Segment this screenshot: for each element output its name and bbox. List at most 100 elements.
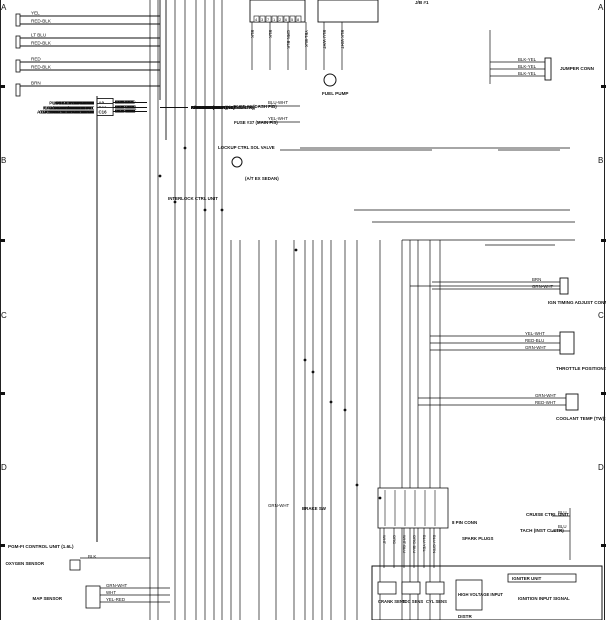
wire-color-label: GRN-WHT: [115, 109, 137, 114]
ecu-pin-label: CRANK SENSOR INPUT: [44, 106, 94, 111]
ecu-pin-number: C16: [99, 110, 108, 115]
splice-point: [183, 146, 187, 150]
fuel-pump-icon: [323, 73, 337, 87]
destination-label: SPEED PULSER (INST CLSTR): [191, 105, 255, 110]
relay-pin-number: 4: [255, 17, 258, 22]
distributor-outline: [371, 565, 603, 620]
tdc-sensor-label: TDC SENS: [402, 599, 423, 604]
wire-color-label: BLU-YEL: [115, 109, 134, 114]
ecu-pin-label: COOLANT TEMP SENSOR: [39, 110, 95, 115]
splice-point: [378, 496, 382, 500]
relay-pin-number: 8: [297, 17, 300, 22]
coolant-sensor-body: [565, 393, 579, 411]
relay-pin-number: 6: [285, 17, 288, 22]
wire-color-label: WHT: [106, 590, 116, 595]
ecu-pin-label: SHIFT LOCK CTRL: [55, 101, 95, 106]
ecu-pin-label: BATTERY INPUT: [59, 106, 94, 111]
ecu-pin-label: OXYGEN SENSOR INPUT: [41, 110, 94, 115]
hv-input-box: [455, 579, 483, 611]
relay-pin-number: 7: [267, 17, 270, 22]
destination-label: A/C COMP CLUTCH RLY: [191, 105, 242, 110]
ecu-pin-label: ALT RF SIGNAL: [61, 106, 94, 111]
coolant-sensor-label: COOLANT TEMP (TW) SENSOR: [556, 416, 606, 421]
fuse-label: FUSE #2 (DASH F/B): [234, 104, 277, 109]
ecu-pin-label: ATMOSPHERE PRES SENS: [37, 110, 94, 115]
wire-color-label: BLU-GRN: [432, 535, 437, 553]
wire-color-label: WHT: [382, 535, 387, 545]
wire-color-label: BLU: [115, 105, 124, 110]
wire-color-label: BRN: [31, 81, 41, 86]
relay-pin-number: 5: [291, 17, 294, 22]
wire-color-label: BLU: [558, 510, 567, 515]
pgm-fi-label: PGM-FI CONTROL UNIT (1.6L): [8, 544, 74, 549]
ecu-pin-label: ELD UNIT INPUT: [59, 106, 94, 111]
splice-point: [203, 208, 207, 212]
ecu-pin-label: INJ 2: [84, 101, 95, 106]
spark-plugs-label: SPARK PLUGS: [462, 536, 493, 541]
border-tick: [601, 85, 606, 88]
o2-sensor-body: [69, 559, 81, 571]
destination-label: RAD FAN RLY: [191, 105, 220, 110]
relay-pin-box: [289, 15, 296, 23]
destination-label: SHIFT POSTN IND: [191, 105, 229, 110]
wire-color-label: GRN-RED: [115, 105, 136, 110]
destination-label: ALTERNATOR: [191, 105, 221, 110]
connector-tab: [15, 35, 21, 49]
wire-color-label: RED-BLK: [31, 41, 52, 46]
wire-color-label: BLU-YEL: [422, 535, 427, 552]
igniter-box: [507, 573, 577, 583]
pin8-connector: [377, 487, 449, 529]
border-tick: [0, 544, 5, 547]
splice-point: [329, 400, 333, 404]
wire-color-label: BLK: [268, 30, 273, 38]
border-row-letter: A: [598, 3, 604, 12]
wire-color-label: RED-WHT: [535, 400, 556, 405]
ecu-pin-number: A9: [99, 101, 105, 106]
ecu-pin-label: BRAKE LT SW INPUT: [49, 110, 94, 115]
ecu-pin-label: GROUND: [74, 101, 94, 106]
ign-timing-connector: [559, 277, 569, 295]
destination-label: GEAR SEL SW: [191, 105, 223, 110]
lockup-sol-label: LOCKUP CTRL SOL VALVE: [218, 145, 275, 150]
ecu-pin-label: INTAKE AIR TEMP: [56, 110, 94, 115]
ecu-pin-label: INJ 3: [84, 101, 95, 106]
wire-color-label: RED: [31, 57, 41, 62]
splice-point: [303, 358, 307, 362]
wire-color-label: GRN-BLK: [115, 105, 135, 110]
wire-color-label: BRN-BLK: [115, 100, 134, 105]
ecu-pin-label: INJ 1: [84, 101, 95, 106]
ecu-pin-label: CRANK SENSOR INPUT: [44, 106, 94, 111]
border-row-letter: B: [1, 156, 6, 165]
destination-label: ELD UNIT (MAIN F/S): [191, 105, 235, 110]
splice-point: [355, 483, 359, 487]
wire-color-label: WHT-YEL: [115, 105, 135, 110]
wire-color-label: GRN-BLK: [115, 100, 135, 105]
border-row-letter: A: [1, 3, 7, 12]
ecu-pin-label: ALT OUTPUT: [67, 106, 95, 111]
wire-color-label: YEL-WHT: [525, 331, 545, 336]
wire-color-label: YEL: [115, 100, 124, 105]
border-row-letter: B: [598, 156, 603, 165]
wire-color-label: WHT-RED: [115, 100, 136, 105]
wire-color-label: WHT: [115, 109, 125, 114]
destination-label: ALTERNATOR: [191, 105, 221, 110]
wire-color-label: BLK-YEL: [518, 64, 537, 69]
destination-label: CHECK ENG LT (INST CLSTR): [191, 105, 254, 110]
interlock-label: INTERLOCK CTRL UNIT: [168, 196, 218, 201]
wire-color-label: YEL-RED: [115, 105, 134, 110]
wire-color-label: RED: [115, 100, 124, 105]
wire-color-label: YEL: [115, 105, 124, 110]
solenoid-icon: [231, 156, 243, 168]
throttle-sensor-body: [559, 331, 575, 355]
ecu-pin-label: IGNITION OUTPUT: [55, 106, 94, 111]
ecu-pin-label: POWER INPUT: [63, 101, 94, 106]
wire-color-label: YEL: [31, 11, 40, 16]
ecu-pin-label: IGN TIMING ADJUST: [51, 106, 94, 111]
map-sensor-body: [85, 585, 101, 609]
connector-tab: [15, 13, 21, 27]
wire-color-label: BRN: [115, 105, 124, 110]
border-row-letter: D: [598, 463, 604, 472]
ecu-pin-label: STARTING INPUT: [57, 106, 94, 111]
cyl-sensor-body: [425, 581, 445, 595]
ecu-pin-label: MAP SENSOR INPUT: [50, 110, 94, 115]
